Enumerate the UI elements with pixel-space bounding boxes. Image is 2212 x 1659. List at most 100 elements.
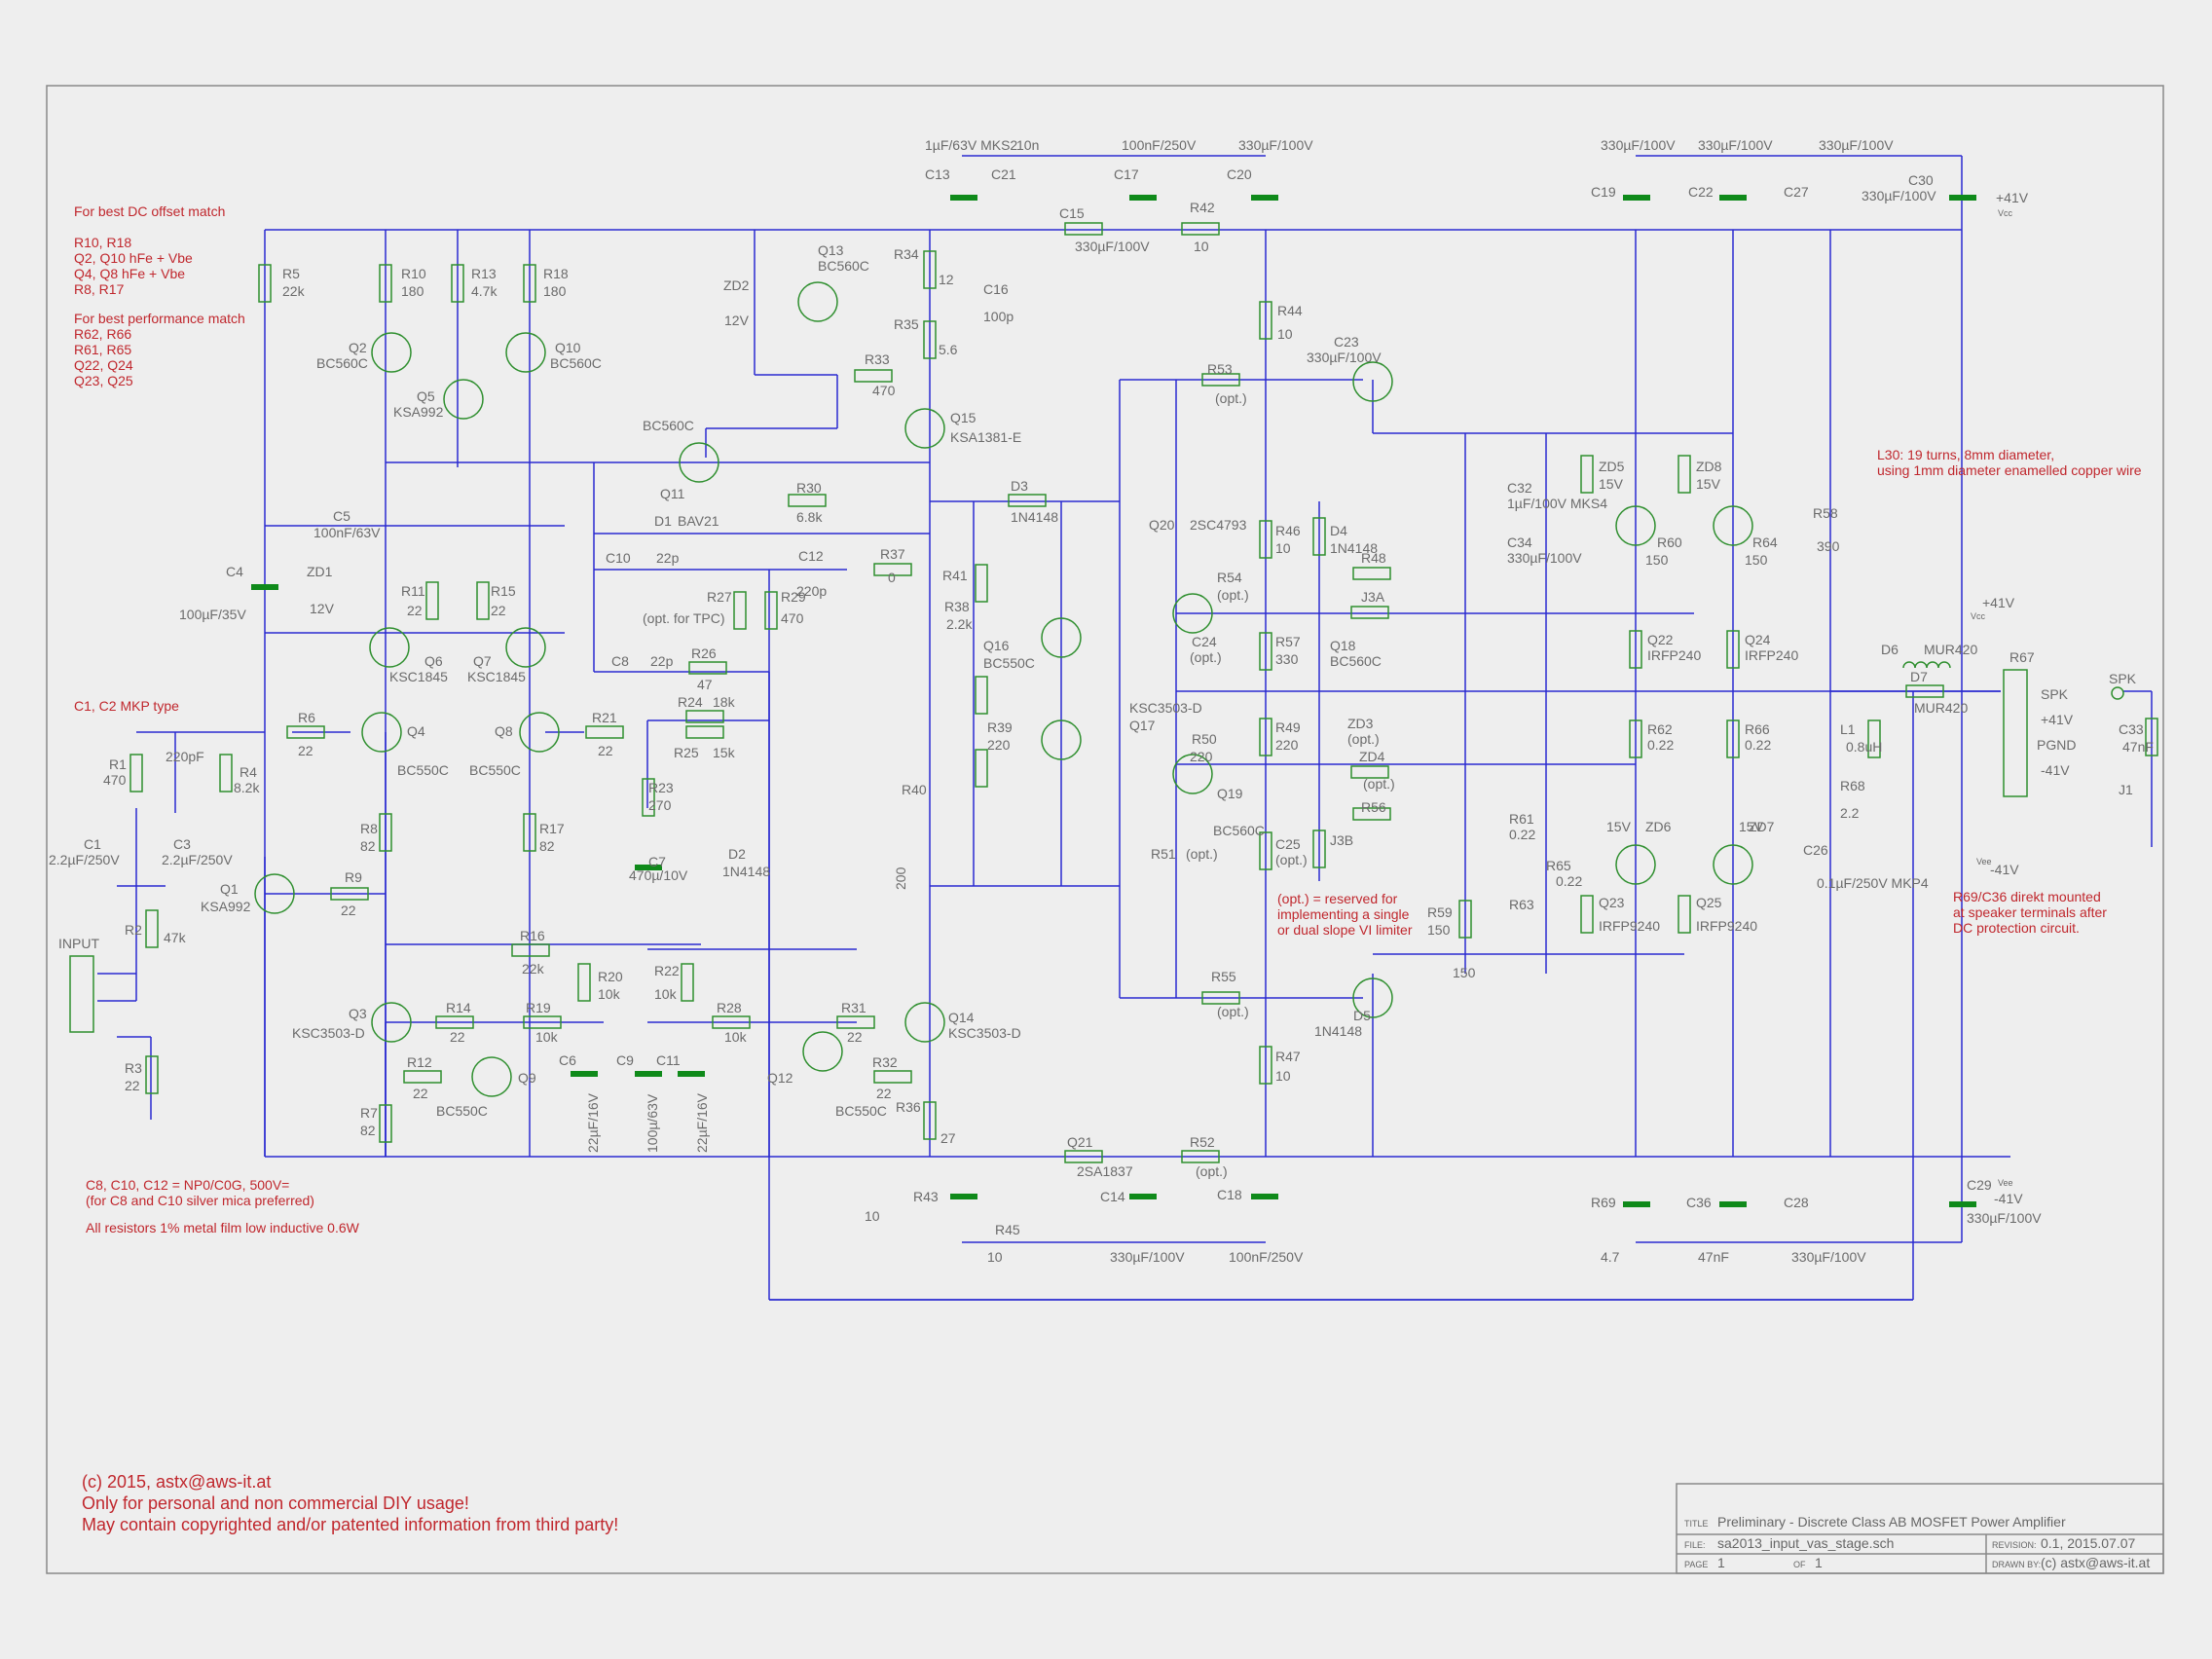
part-ref: C16: [983, 281, 1009, 297]
vcc-label: Vcc: [1998, 208, 2013, 218]
mkp-note: C1, C2 MKP type: [74, 698, 179, 714]
part-value: 22: [413, 1086, 428, 1101]
part-ref: C32: [1507, 480, 1532, 496]
part-ref: C30: [1908, 172, 1934, 188]
pos-rail-label: +41V: [1982, 595, 2015, 610]
part-value: 47nF: [1698, 1249, 1729, 1265]
part-value: BC550C: [397, 762, 449, 778]
part-value: 150: [1453, 965, 1476, 980]
part-value: BC550C: [983, 655, 1035, 671]
part-ref: R64: [1752, 535, 1778, 550]
part-value: (opt.): [1217, 587, 1249, 603]
part-value: KSA1381-E: [950, 429, 1021, 445]
part-value: 1N4148: [1330, 540, 1378, 556]
part-value: 0.22: [1647, 737, 1674, 753]
part-value: 220: [1275, 737, 1299, 753]
part-value: BC560C: [1330, 653, 1382, 669]
part-ref: R26: [691, 645, 717, 661]
part-ref: C21: [991, 166, 1016, 182]
of-label: OF: [1793, 1560, 1806, 1569]
part-value: BC550C: [436, 1103, 488, 1119]
part-ref: R55: [1211, 969, 1236, 984]
part-ref: R27: [707, 589, 732, 605]
part-value: 15k: [713, 745, 736, 760]
part-value: 220p: [796, 583, 827, 599]
perf-line: R61, R65: [74, 342, 131, 357]
part-value: 470: [781, 610, 804, 626]
part-value: 470µ/10V: [629, 867, 688, 883]
part-ref: Q7: [473, 653, 492, 669]
spk-terminal-label: SPK: [2109, 671, 2137, 686]
part-value: 330µF/100V: [1507, 550, 1582, 566]
part-ref: C33: [2119, 721, 2144, 737]
part-ref: R42: [1190, 200, 1215, 215]
part-ref: R68: [1840, 778, 1865, 793]
part-ref: Q24: [1745, 632, 1771, 647]
part-value: 330µF/100V: [1075, 239, 1150, 254]
part-ref: R69: [1591, 1195, 1616, 1210]
part-value: BC560C: [316, 355, 368, 371]
part-value: 0.22: [1745, 737, 1771, 753]
neg-rail-label: -41V: [1994, 1191, 2023, 1206]
part-value: 10n: [1016, 137, 1039, 153]
part-ref: C8: [611, 653, 629, 669]
part-ref: R33: [865, 351, 890, 367]
part-ref: R54: [1217, 570, 1242, 585]
page-number: 1: [1717, 1555, 1725, 1570]
part-ref: R52: [1190, 1134, 1215, 1150]
copyright-line: (c) 2015, astx@aws-it.at: [82, 1472, 271, 1492]
part-value: 22: [491, 603, 506, 618]
part-ref: R58: [1813, 505, 1838, 521]
offset-heading: For best DC offset match: [74, 203, 225, 219]
part-ref: Q19: [1217, 786, 1243, 801]
part-value: 22: [598, 743, 613, 758]
part-value: 100nF/250V: [1122, 137, 1197, 153]
part-ref: D6: [1881, 642, 1899, 657]
part-ref: R24: [678, 694, 703, 710]
input-label: INPUT: [58, 936, 99, 951]
part-ref: Q8: [495, 723, 513, 739]
part-ref: ZD7: [1749, 819, 1775, 834]
part-value: 22: [407, 603, 423, 618]
part-ref: ZD1: [307, 564, 333, 579]
part-ref: C22: [1688, 184, 1714, 200]
part-ref: R14: [446, 1000, 471, 1015]
neg-rail-label: -41V: [1990, 862, 2019, 877]
part-value: 100µ/63V: [645, 1093, 660, 1153]
part-value: 330µF/100V: [1307, 350, 1382, 365]
vcc-label: Vcc: [1971, 611, 1986, 621]
part-value: 12V: [310, 601, 335, 616]
j1-pin-label: -41V: [2041, 762, 2070, 778]
part-value: 1µF/63V MKS2: [925, 137, 1017, 153]
part-value: KSC1845: [467, 669, 526, 684]
part-ref: R60: [1657, 535, 1682, 550]
part-ref: R65: [1546, 858, 1571, 873]
part-ref: R23: [648, 780, 674, 795]
part-ref: Q25: [1696, 895, 1722, 910]
part-ref: R49: [1275, 719, 1301, 735]
part-value: 82: [360, 838, 376, 854]
part-ref: Q17: [1129, 718, 1156, 733]
part-value: 22: [125, 1078, 140, 1093]
cap-note: C8, C10, C12 = NP0/C0G, 500V=: [86, 1177, 289, 1193]
part-ref: R44: [1277, 303, 1303, 318]
part-ref: D5: [1353, 1008, 1371, 1023]
part-ref: R56: [1361, 799, 1386, 815]
part-value: 10: [1275, 1068, 1291, 1084]
opt-note: or dual slope VI limiter: [1277, 922, 1413, 938]
part-value: KSC3503-D: [292, 1025, 365, 1041]
part-value: 330µF/100V: [1862, 188, 1936, 203]
part-value: 10k: [598, 986, 621, 1002]
part-value: 470: [872, 383, 896, 398]
part-ref: R67: [2009, 649, 2035, 665]
net-labels: INPUT SPK SPK +41V PGND -41V +41V +41V -…: [58, 190, 2137, 1206]
j1-pin-label: +41V: [2041, 712, 2074, 727]
part-ref: C26: [1803, 842, 1828, 858]
part-value: 15V: [1739, 819, 1764, 834]
part-ref: R36: [896, 1099, 921, 1115]
part-value: 220: [987, 737, 1011, 753]
drawn-by: (c) astx@aws-it.at: [2041, 1555, 2150, 1570]
sheet-frame: [46, 85, 2164, 1574]
part-ref: Q11: [660, 486, 685, 501]
part-value: 4.7: [1601, 1249, 1620, 1265]
